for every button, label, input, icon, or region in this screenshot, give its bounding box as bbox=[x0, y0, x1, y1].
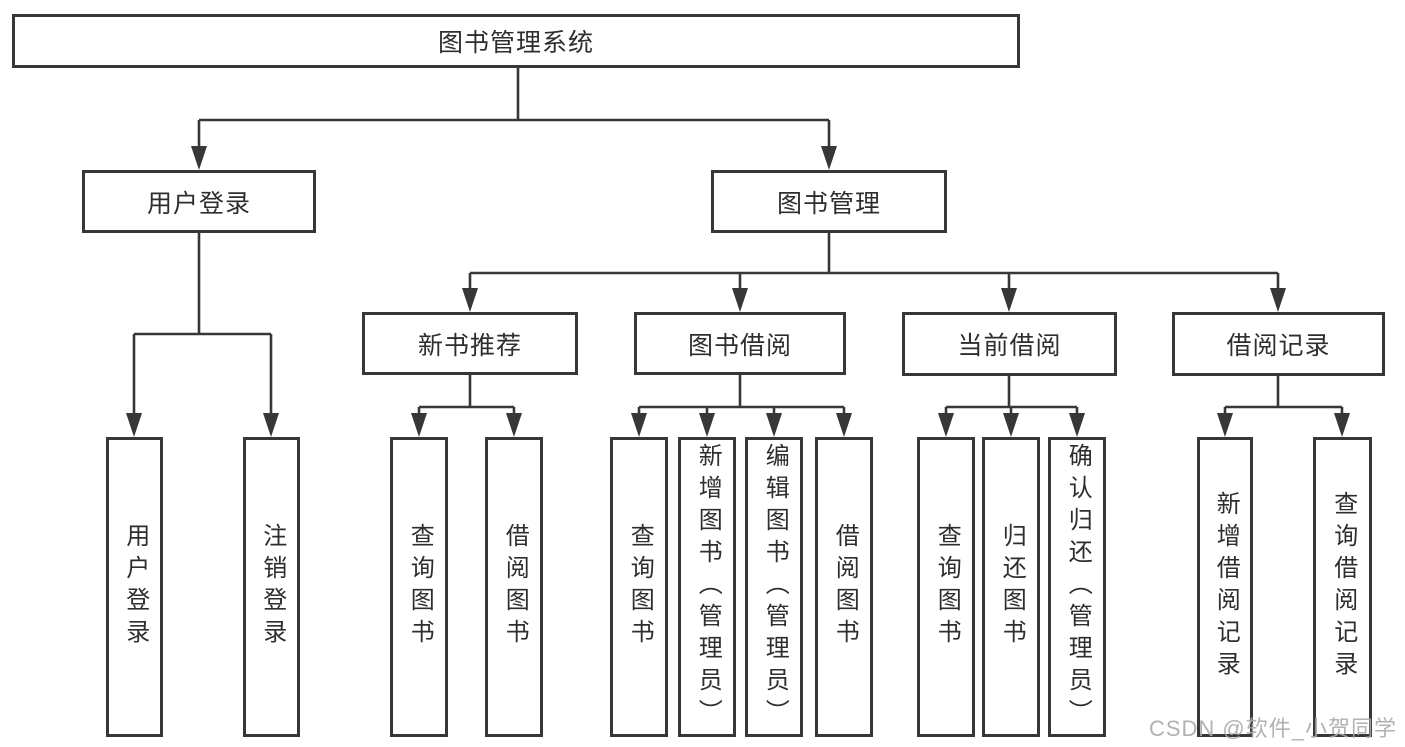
leaf-user-login: 用户登录 bbox=[106, 437, 163, 737]
node-book-management: 图书管理 bbox=[711, 170, 947, 233]
node-label: 借阅记录 bbox=[1226, 332, 1331, 360]
leaf-label: 归还图书 bbox=[998, 523, 1026, 651]
node-label: 用户登录 bbox=[146, 189, 251, 218]
leaf-query-books-current: 查询图书 bbox=[917, 437, 975, 737]
node-borrow-records: 借阅记录 bbox=[1172, 312, 1385, 376]
node-user-login: 用户登录 bbox=[82, 170, 316, 233]
leaf-borrow-books: 借阅图书 bbox=[815, 437, 873, 737]
leaf-label: 注销登录 bbox=[258, 523, 286, 651]
node-label: 当前借阅 bbox=[957, 332, 1062, 360]
leaf-label: 查询图书 bbox=[406, 523, 434, 651]
arrowheads bbox=[126, 146, 1350, 437]
leaf-label: 新增借阅记录 bbox=[1212, 491, 1240, 683]
leaf-label: 新增图书（管理员） bbox=[694, 443, 722, 731]
node-new-book-recommend: 新书推荐 bbox=[362, 312, 578, 375]
leaf-label: 编辑图书（管理员） bbox=[761, 443, 789, 731]
leaf-label: 确认归还（管理员） bbox=[1064, 443, 1092, 731]
leaf-confirm-return-admin: 确认归还（管理员） bbox=[1048, 437, 1106, 737]
leaf-borrow-books-recommend: 借阅图书 bbox=[485, 437, 543, 737]
leaf-query-borrow-record: 查询借阅记录 bbox=[1313, 437, 1372, 737]
leaf-add-borrow-record: 新增借阅记录 bbox=[1197, 437, 1253, 737]
leaf-logout: 注销登录 bbox=[243, 437, 300, 737]
csdn-watermark: CSDN @软件_小贺同学 bbox=[1148, 716, 1397, 741]
node-label: 新书推荐 bbox=[417, 331, 522, 360]
leaf-label: 借阅图书 bbox=[831, 523, 859, 651]
leaf-query-books-borrow: 查询图书 bbox=[610, 437, 668, 737]
node-label: 图书管理 bbox=[776, 189, 881, 218]
leaf-return-book: 归还图书 bbox=[982, 437, 1040, 737]
node-label: 图书借阅 bbox=[687, 331, 792, 360]
leaf-add-book-admin: 新增图书（管理员） bbox=[678, 437, 736, 737]
leaf-label: 查询图书 bbox=[626, 523, 654, 651]
leaf-label: 查询图书 bbox=[933, 523, 961, 651]
node-book-borrow: 图书借阅 bbox=[634, 312, 846, 375]
leaf-edit-book-admin: 编辑图书（管理员） bbox=[745, 437, 803, 737]
node-current-borrow: 当前借阅 bbox=[902, 312, 1117, 376]
node-label: 图书管理系统 bbox=[437, 29, 594, 57]
leaf-query-books-recommend: 查询图书 bbox=[390, 437, 448, 737]
leaf-label: 查询借阅记录 bbox=[1329, 491, 1357, 683]
node-library-management-system: 图书管理系统 bbox=[12, 14, 1020, 68]
leaf-label: 用户登录 bbox=[121, 523, 149, 651]
leaf-label: 借阅图书 bbox=[501, 523, 529, 651]
